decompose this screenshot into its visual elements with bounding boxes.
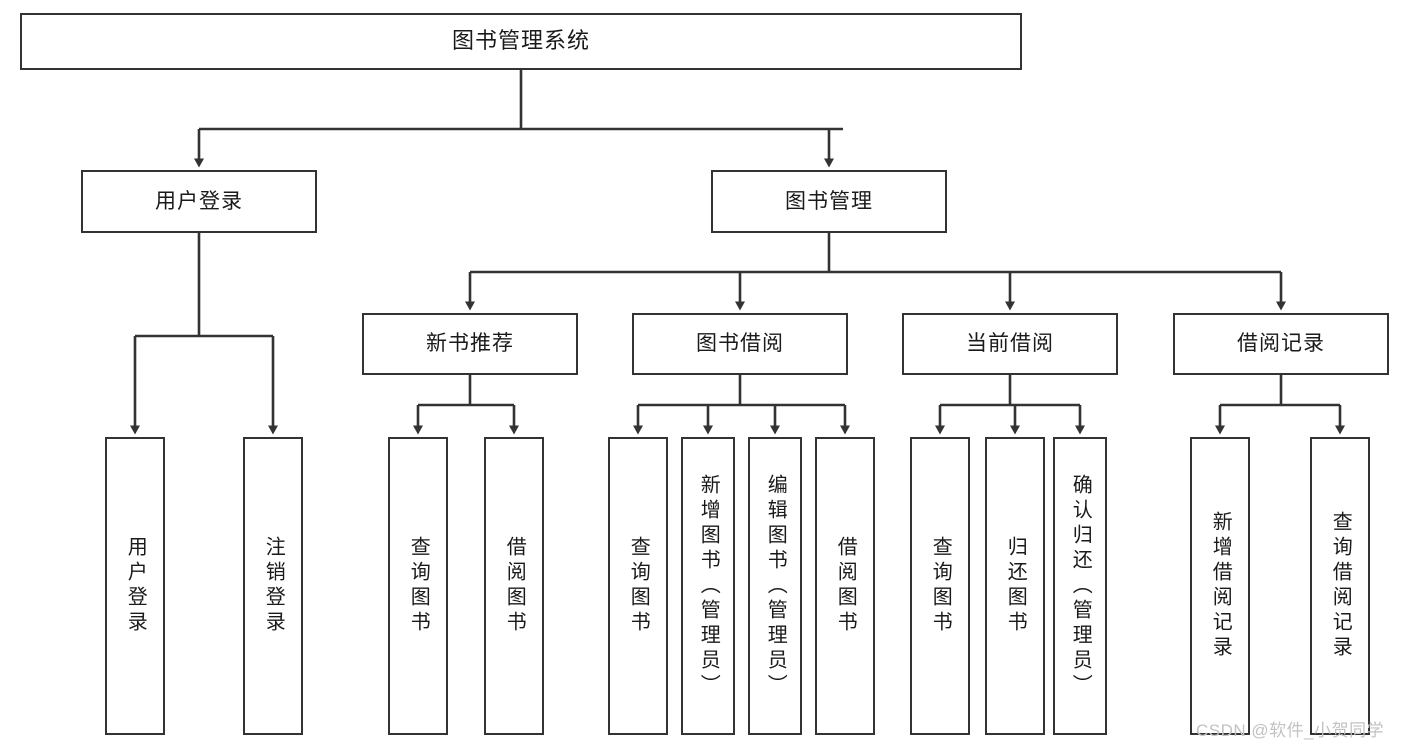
node-label: 查询借阅记录 [1329, 511, 1352, 661]
node-label: 用户登录 [155, 189, 243, 213]
node-leaf-add-record[interactable]: 新增借阅记录 [1190, 437, 1250, 735]
node-leaf-query-record[interactable]: 查询借阅记录 [1310, 437, 1370, 735]
node-label: 新增图书（管理员） [697, 473, 720, 699]
node-label: 编辑图书（管理员） [764, 473, 787, 699]
node-leaf-return-book[interactable]: 归还图书 [985, 437, 1045, 735]
node-book-manage[interactable]: 图书管理 [711, 170, 947, 233]
node-leaf-logout[interactable]: 注销登录 [243, 437, 303, 735]
node-root-system[interactable]: 图书管理系统 [20, 13, 1022, 70]
node-label: 新增借阅记录 [1209, 511, 1232, 661]
node-label: 查询图书 [929, 536, 952, 636]
node-label: 查询图书 [627, 536, 650, 636]
node-label: 当前借阅 [966, 332, 1054, 356]
node-label: 借阅记录 [1237, 332, 1325, 356]
watermark: CSDN @软件_小贺同学 [1196, 721, 1385, 740]
node-label: 借阅图书 [834, 536, 857, 636]
node-label: 归还图书 [1004, 536, 1027, 636]
node-leaf-borrow-book-1[interactable]: 借阅图书 [484, 437, 544, 735]
node-user-login[interactable]: 用户登录 [81, 170, 317, 233]
node-leaf-borrow-book-2[interactable]: 借阅图书 [815, 437, 875, 735]
node-label: 注销登录 [262, 536, 285, 636]
node-label: 图书管理 [785, 189, 873, 213]
node-leaf-edit-book[interactable]: 编辑图书（管理员） [748, 437, 802, 735]
node-label: 确认归还（管理员） [1069, 473, 1092, 699]
node-label: 新书推荐 [426, 332, 514, 356]
node-leaf-query-book-3[interactable]: 查询图书 [910, 437, 970, 735]
node-leaf-query-book-1[interactable]: 查询图书 [388, 437, 448, 735]
node-label: 图书借阅 [696, 332, 784, 356]
node-label: 借阅图书 [503, 536, 526, 636]
node-leaf-user-login[interactable]: 用户登录 [105, 437, 165, 735]
node-leaf-query-book-2[interactable]: 查询图书 [608, 437, 668, 735]
node-leaf-confirm-return[interactable]: 确认归还（管理员） [1053, 437, 1107, 735]
node-label: 用户登录 [124, 536, 147, 636]
node-current-borrow[interactable]: 当前借阅 [902, 313, 1118, 375]
node-borrow-record[interactable]: 借阅记录 [1173, 313, 1389, 375]
node-new-book-recommend[interactable]: 新书推荐 [362, 313, 578, 375]
node-label: 图书管理系统 [451, 28, 590, 54]
node-leaf-add-book[interactable]: 新增图书（管理员） [681, 437, 735, 735]
node-label: 查询图书 [407, 536, 430, 636]
node-book-borrow[interactable]: 图书借阅 [632, 313, 848, 375]
